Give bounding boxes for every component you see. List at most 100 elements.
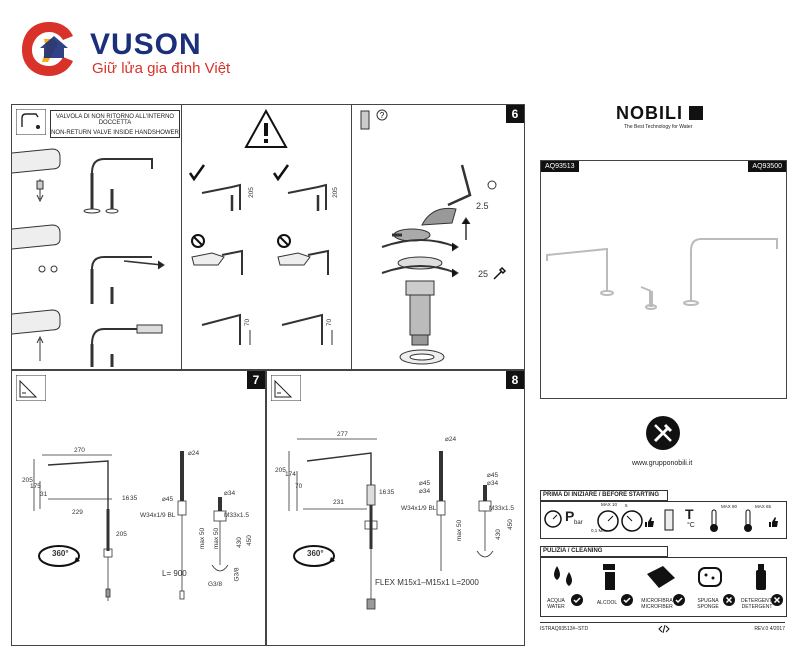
dim-wrench-25: 25 xyxy=(478,269,489,279)
svg-text:?: ? xyxy=(380,111,385,120)
water-drops-icon xyxy=(554,566,572,586)
detergent-bottle-icon xyxy=(756,564,766,590)
clean-item-detergent: DETERGENTI DETERGENT xyxy=(741,598,774,610)
p7-d24: ⌀24 xyxy=(188,450,200,457)
pressure-bar: bar xyxy=(574,520,583,526)
clean-item-sponge: SPUGNA SPONGE xyxy=(697,598,719,610)
cleaning-label: PULIZIA / CLEANING xyxy=(543,548,603,554)
p8-thread-b: M33x1.5 xyxy=(489,505,514,512)
panel-1: VALVOLA DI NON RITORNO ALL'INTERNO DOCCE… xyxy=(11,104,183,370)
p8-d45b: ⌀45 xyxy=(487,472,499,479)
p8-width-top: 277 xyxy=(337,431,348,438)
panel-2: 205 205 70 70 xyxy=(181,104,353,370)
product-code-left: AQ93513 xyxy=(541,161,579,172)
p7-dim-35: 35 xyxy=(130,495,138,502)
panel-8: 8 360° 277 231 205 xyxy=(266,370,525,646)
mixer-lever-icon xyxy=(16,109,46,135)
p8-h450: 450 xyxy=(506,519,514,530)
website-link[interactable]: www.grupponobili.it xyxy=(632,460,693,467)
nobili-mark-icon xyxy=(689,106,704,120)
thumb-up-icon xyxy=(645,517,654,527)
pressure-gauge-icon xyxy=(544,510,562,528)
p8-max50: max 50 xyxy=(456,519,464,542)
cartridge-exploded-drawing xyxy=(381,164,497,365)
temp-max65: MAX 65 xyxy=(755,504,772,509)
p7-width-top: 270 xyxy=(74,447,85,454)
before-starting-section: PRIMA DI INIZIARE / BEFORE STARTING P ba… xyxy=(540,490,787,540)
rotate-360-icon xyxy=(38,545,80,567)
p7-max50b: max 50 xyxy=(213,527,221,550)
product-box: AQ93513 AQ93500 xyxy=(540,160,787,399)
rotate-360-icon xyxy=(293,545,335,567)
valve-label-box: VALVOLA DI NON RITORNO ALL'INTERNO DOCCE… xyxy=(50,110,180,138)
brand-tagline: Giữ lửa gia đình Việt xyxy=(92,60,231,77)
vuson-logo-icon xyxy=(22,22,73,76)
before-starting-title: PRIMA DI INIZIARE / BEFORE STARTING xyxy=(540,490,668,501)
valve-label-en: NON-RETURN VALVE INSIDE HANDSHOWER xyxy=(51,130,179,136)
spray-bottle-icon xyxy=(603,564,615,590)
before-starting-label: PRIMA DI INIZIARE / BEFORE STARTING xyxy=(543,492,660,498)
cross-icon xyxy=(723,594,735,606)
p8-h430: 430 xyxy=(494,529,502,540)
p7-d45: ⌀45 xyxy=(162,496,174,503)
clean-item-water: ACQUA WATER xyxy=(547,598,565,610)
panel-7-drawing xyxy=(33,451,229,601)
pressure-max: MAX 10 xyxy=(601,502,618,507)
p8-dim-16: 16 xyxy=(379,489,387,496)
panel-number-6: 6 xyxy=(506,105,524,123)
panel-6: 6 ? 2.5 25 xyxy=(351,104,525,370)
filter-icon xyxy=(664,509,674,531)
check-icon xyxy=(673,594,685,606)
p8-d24: ⌀24 xyxy=(445,436,457,443)
panel-2-drawing xyxy=(188,164,333,345)
nobili-logo: NOBILI xyxy=(616,103,704,124)
warning-triangle-icon xyxy=(244,109,288,148)
footer-bar: ISTRAQ93513#–STD REV.0 4/2017 xyxy=(540,622,785,635)
cross-icon xyxy=(771,594,783,606)
p7-h2: 31 xyxy=(40,491,48,498)
p7-g38: G3/8 xyxy=(233,567,241,582)
panel-7: 7 360° 270 229 205 xyxy=(11,370,266,646)
panel-number-7: 7 xyxy=(247,371,265,389)
valve-label-it: VALVOLA DI NON RITORNO ALL'INTERNO DOCCE… xyxy=(55,114,175,126)
pressure-min: 0,1 MIN xyxy=(591,528,607,533)
p7-h450: 450 xyxy=(245,535,253,546)
dim-hex-2-5: 2.5 xyxy=(476,201,489,211)
cleaning-section: PULIZIA / CLEANING ACQUA WATER ALCOOL MI… xyxy=(540,546,787,617)
technical-drawing-icon xyxy=(16,375,46,401)
p7-g38b: G3/8 xyxy=(208,581,223,588)
clean-item-microfiber: MICROFIBRA MICROFIBER xyxy=(641,598,673,610)
dim-70-a: 70 xyxy=(244,318,252,327)
check-icon xyxy=(621,594,633,606)
clean-item-alcohol: ALCOOL xyxy=(596,600,618,606)
help-icon: ? xyxy=(376,109,388,121)
p7-h1: 175 xyxy=(30,483,41,490)
p7-height-total: 205 xyxy=(22,477,33,484)
p8-flex: FLEX M15x1–M15x1 L=2000 xyxy=(375,578,479,587)
tools-icon xyxy=(646,416,680,450)
cartridge-icon xyxy=(360,110,370,130)
temp-t: T xyxy=(685,506,694,522)
rotate-360-label: 360° xyxy=(307,549,324,558)
thermometer-icon xyxy=(710,509,718,532)
check-icon xyxy=(571,594,583,606)
p7-d34: ⌀34 xyxy=(224,490,236,497)
pressure-dial-icon xyxy=(597,510,619,532)
brand-name: VUSON xyxy=(90,28,202,61)
pressure-5: 5 xyxy=(625,503,628,508)
p7-length: L= 900 xyxy=(162,569,187,578)
footer-code: ISTRAQ93513#–STD xyxy=(540,626,589,632)
panel-1-drawing xyxy=(12,148,165,367)
rotate-360-label: 360° xyxy=(52,549,69,558)
cleaning-title: PULIZIA / CLEANING xyxy=(540,546,668,557)
thumb-up-icon xyxy=(769,517,778,527)
temp-max80: MAX 80 xyxy=(721,504,738,509)
p8-dim-35: 35 xyxy=(387,489,395,496)
microfiber-cloth-icon xyxy=(647,566,675,588)
p7-h430: 430 xyxy=(235,537,243,548)
dim-205-b: 205 xyxy=(331,187,339,198)
p8-h1: 174 xyxy=(285,471,296,478)
before-starting-icons: P bar 0,1 MIN MAX 10 5 T °C MAX 80 MAX 6… xyxy=(540,501,787,539)
p8-d34b: ⌀34 xyxy=(487,480,499,487)
p8-d45: ⌀45 xyxy=(419,480,431,487)
